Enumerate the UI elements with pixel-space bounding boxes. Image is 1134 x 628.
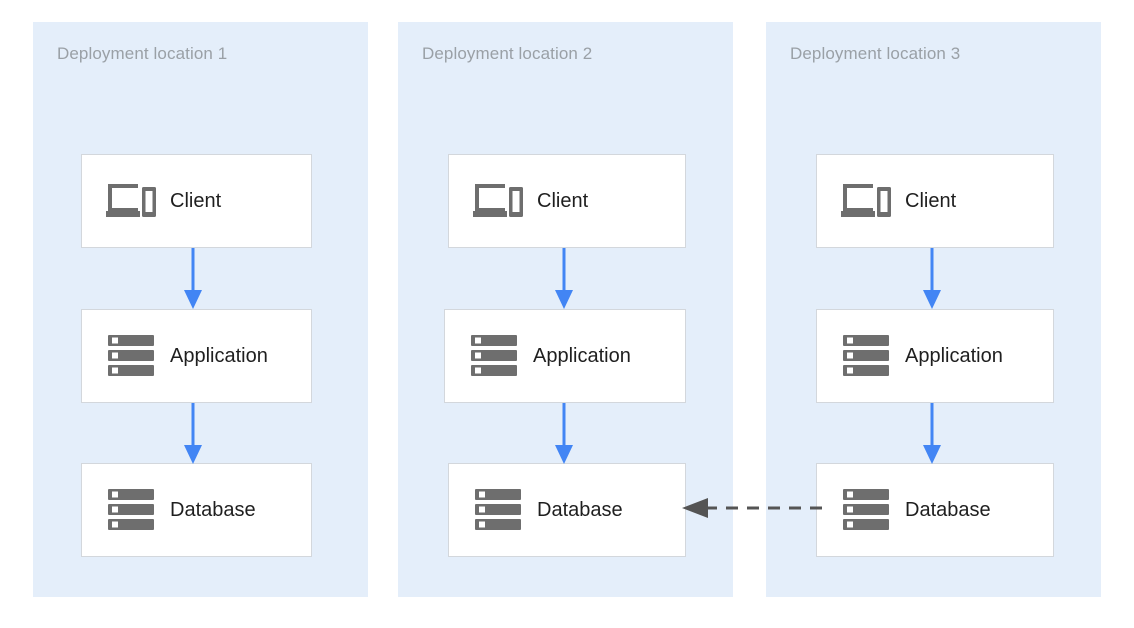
arrow-application-2-to-database-2 — [551, 403, 577, 470]
arrow-application-1-to-database-1 — [180, 403, 206, 470]
node-label-database-2: Database — [537, 499, 623, 521]
server-icon — [839, 332, 893, 380]
node-database-2[interactable]: Database — [448, 463, 686, 557]
node-application-3[interactable]: Application — [816, 309, 1054, 403]
arrow-application-3-to-database-3 — [919, 403, 945, 470]
node-label-application-1: Application — [170, 345, 268, 367]
node-application-1[interactable]: Application — [81, 309, 312, 403]
node-label-database-3: Database — [905, 499, 991, 521]
node-client-1[interactable]: Client — [81, 154, 312, 248]
panel-title-3: Deployment location 3 — [790, 44, 961, 63]
arrow-client-2-to-application-2 — [551, 248, 577, 315]
server-icon — [104, 332, 158, 380]
devices-icon — [471, 177, 525, 225]
panel-title-1: Deployment location 1 — [57, 44, 228, 63]
arrow-database-3-to-database-2 — [682, 496, 822, 520]
panel-title-2: Deployment location 2 — [422, 44, 593, 63]
node-application-2[interactable]: Application — [444, 309, 686, 403]
server-icon — [471, 486, 525, 534]
node-label-application-3: Application — [905, 345, 1003, 367]
arrow-client-1-to-application-1 — [180, 248, 206, 315]
node-label-application-2: Application — [533, 345, 631, 367]
node-label-database-1: Database — [170, 499, 256, 521]
devices-icon — [104, 177, 158, 225]
devices-icon — [839, 177, 893, 225]
node-label-client-3: Client — [905, 190, 957, 212]
node-client-3[interactable]: Client — [816, 154, 1054, 248]
node-client-2[interactable]: Client — [448, 154, 686, 248]
node-label-client-2: Client — [537, 190, 589, 212]
server-icon — [467, 332, 521, 380]
node-database-3[interactable]: Database — [816, 463, 1054, 557]
server-icon — [839, 486, 893, 534]
node-label-client-1: Client — [170, 190, 222, 212]
server-icon — [104, 486, 158, 534]
arrow-client-3-to-application-3 — [919, 248, 945, 315]
node-database-1[interactable]: Database — [81, 463, 312, 557]
